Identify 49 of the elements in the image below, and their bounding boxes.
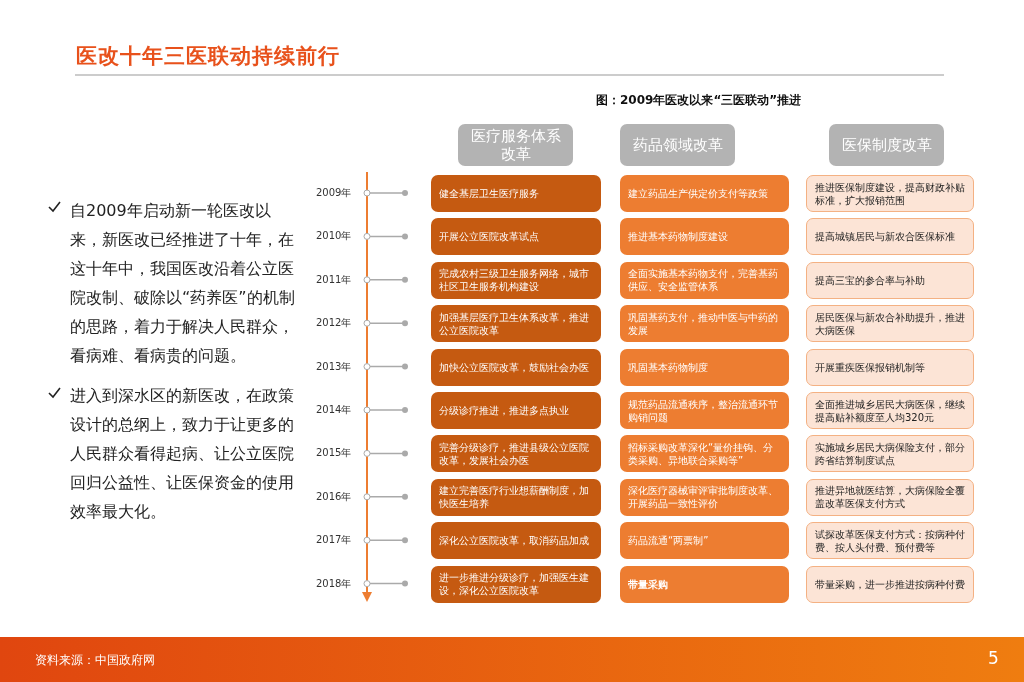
reform-box: 巩固基药支付，推动中医与中药的发展 [620, 305, 789, 343]
year-label: 2012年 [316, 316, 352, 331]
reform-box: 招标采购改革深化“量价挂钩、分类采购、异地联合采购等” [620, 435, 789, 473]
column-header: 医保制度改革 [829, 124, 944, 166]
reform-box: 提高三宝的参合率与补助 [806, 261, 974, 299]
reform-box: 进一步推进分级诊疗，加强医生建设，深化公立医院改革 [431, 565, 601, 603]
reform-box: 居民医保与新农合补助提升，推进大病医保 [806, 305, 974, 343]
reform-box: 推进基本药物制度建设 [620, 218, 789, 256]
year-label: 2013年 [316, 359, 352, 374]
reform-box: 健全基层卫生医疗服务 [431, 175, 601, 212]
reform-box: 建立药品生产供定价支付等政策 [620, 175, 789, 212]
year-label: 2011年 [316, 272, 352, 287]
figure-caption: 图：2009年医改以来“三医联动”推进 [596, 92, 802, 109]
year-label: 2014年 [316, 403, 352, 417]
bullet-paragraph: 进入到深水区的新医改，在政策设计的总纲上，致力于让更多的人民群众看得起病、让公立医院回归公益性、让医保资金的使用效率最大化。 [70, 385, 295, 523]
year-label: 2015年 [316, 446, 352, 461]
reform-box: 加快公立医院改革，鼓励社会办医 [431, 348, 601, 386]
reform-box: 带量采购 [620, 565, 789, 603]
reform-box: 推进医保制度建设，提高财政补贴标准，扩大报销范围 [806, 175, 974, 212]
reform-box: 全面推进城乡居民大病医保，继续提高贴补额度至人均320元 [806, 392, 974, 429]
reform-box: 深化医疗器械审评审批制度改革、开展药品一致性评价 [620, 478, 789, 516]
year-label: 2010年 [316, 229, 352, 244]
column-header: 医疗服务体系改革 [458, 124, 573, 166]
year-label: 2017年 [316, 533, 352, 548]
year-label: 2009年 [316, 186, 352, 200]
column-header: 药品领域改革 [620, 124, 735, 166]
reform-box: 规范药品流通秩序，整治流通环节购销问题 [620, 392, 789, 429]
reform-box: 建立完善医疗行业想薪酬制度，加快医生培养 [431, 478, 601, 516]
year-label: 2018年 [316, 576, 352, 591]
reform-box: 完善分级诊疗，推进县级公立医院改革，发展社会办医 [431, 435, 601, 473]
year-label: 2016年 [316, 489, 352, 504]
reform-box: 加强基层医疗卫生体系改革，推进公立医院改革 [431, 305, 601, 343]
reform-box: 推进异地就医结算，大病保险全覆盖改革医保支付方式 [806, 478, 974, 516]
reform-box: 开展公立医院改革试点 [431, 218, 601, 256]
source-note: 资料来源：中国政府网 [35, 652, 155, 669]
page-number: 5 [988, 648, 999, 668]
reform-box: 巩固基本药物制度 [620, 348, 789, 386]
reform-box: 带量采购，进一步推进按病种付费 [806, 565, 974, 603]
reform-box: 提高城镇居民与新农合医保标准 [806, 218, 974, 256]
reform-box: 药品流通“两票制” [620, 522, 789, 560]
reform-box: 分级诊疗推进，推进多点执业 [431, 392, 601, 429]
reform-box: 试探改革医保支付方式：按病种付费、按人头付费、预付费等 [806, 522, 974, 560]
reform-box: 深化公立医院改革，取消药品加成 [431, 522, 601, 560]
slide-title: 医改十年三医联动持续前行 [76, 43, 340, 70]
reform-box: 实施城乡居民大病保险支付，部分跨省结算制度试点 [806, 435, 974, 473]
reform-box: 开展重疾医保报销机制等 [806, 348, 974, 386]
bullet-paragraph: 自2009年启动新一轮医改以来，新医改已经推进了十年，在这十年中，我国医改沿着公立医院改制、破除以“药养医”的机制的思路，着力于解决人民群众，看病难、看病贵的问题。 [70, 200, 296, 367]
reform-box: 全面实施基本药物支付，完善基药供应、安全监管体系 [620, 261, 789, 299]
reform-box: 完成农村三级卫生服务网络，城市社区卫生服务机构建设 [431, 261, 601, 299]
